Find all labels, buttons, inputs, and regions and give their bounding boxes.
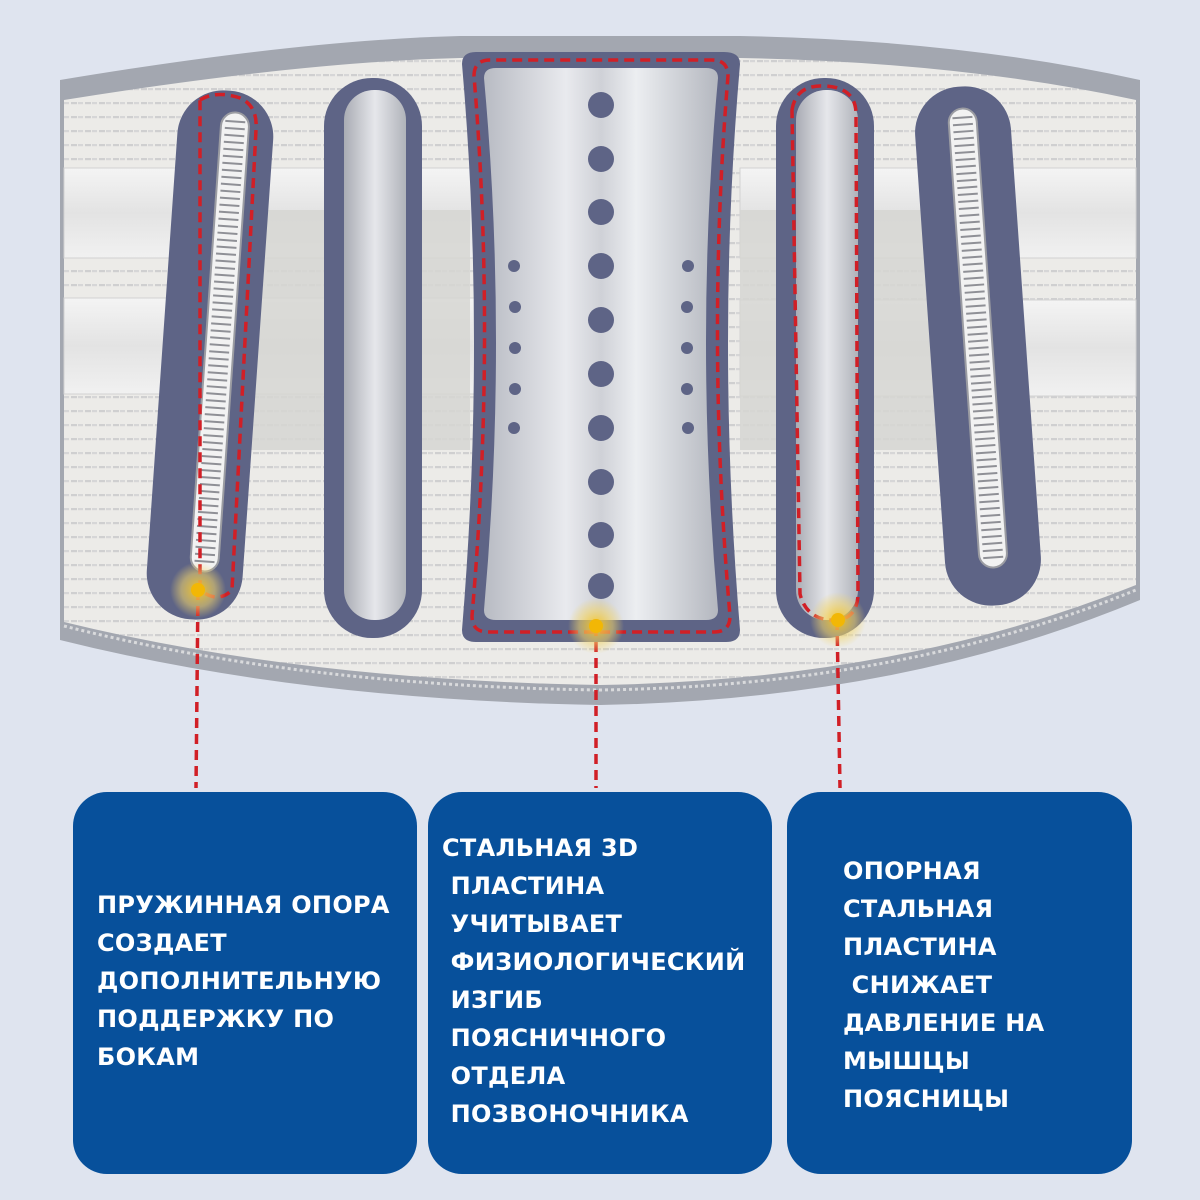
right-callout-line (835, 619, 842, 789)
support-steel-plate-text: ОПОРНАЯ СТАЛЬНАЯ ПЛАСТИНА СНИЖАЕТ ДАВЛЕН… (843, 857, 1045, 1113)
center-marker (589, 619, 603, 633)
brace-stitching (63, 588, 1137, 692)
spring-support-text: ПРУЖИННАЯ ОПОРА СОЗДАЕТ ДОПОЛНИТЕЛЬНУЮ П… (97, 891, 390, 1071)
left-marker (191, 583, 205, 597)
support-steel-plate-card: ОПОРНАЯ СТАЛЬНАЯ ПЛАСТИНА СНИЖАЕТ ДАВЛЕН… (787, 792, 1132, 1174)
left-steel-bar (344, 90, 406, 620)
plate-holes (508, 92, 694, 599)
spring-support-card: ПРУЖИННАЯ ОПОРА СОЗДАЕТ ДОПОЛНИТЕЛЬНУЮ П… (73, 792, 417, 1174)
right-marker (831, 613, 845, 627)
center-plate-highlight (470, 58, 732, 634)
left-callout-line (194, 589, 200, 789)
steel-3d-plate-card: СТАЛЬНАЯ 3D ПЛАСТИНА УЧИТЫВАЕТ ФИЗИОЛОГИ… (428, 792, 772, 1174)
right-steel-bar (796, 90, 858, 620)
center-steel-plate (484, 68, 718, 620)
right-spring-coil (947, 107, 1008, 569)
steel-3d-plate-text: СТАЛЬНАЯ 3D ПЛАСТИНА УЧИТЫВАЕТ ФИЗИОЛОГИ… (442, 834, 746, 1128)
